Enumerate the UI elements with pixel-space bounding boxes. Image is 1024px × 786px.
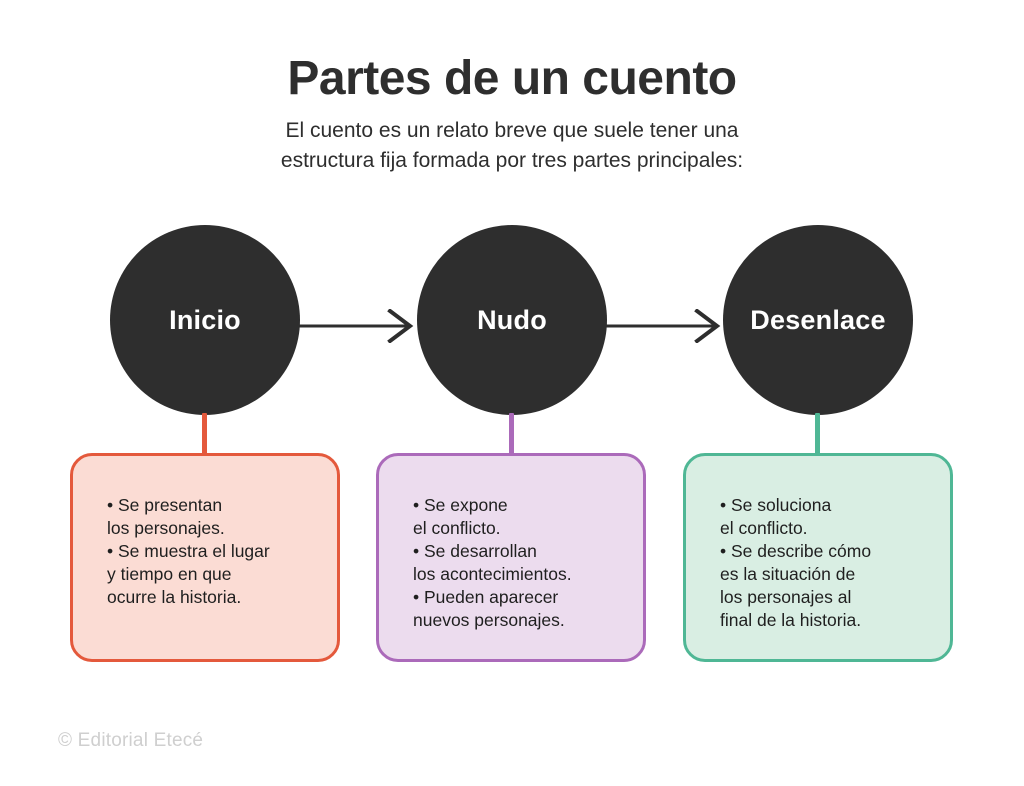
list-item: • Pueden aparecer nuevos personajes. [413, 587, 565, 631]
connector-stem-desenlace [815, 413, 820, 455]
connector-stem-inicio [202, 413, 207, 455]
footer-credit: © Editorial Etecé [58, 730, 204, 751]
arrow-inicio-to-nudo-icon [298, 309, 418, 343]
card-inicio-list: • Se presentan los personajes. • Se mues… [107, 494, 319, 609]
list-item: • Se expone el conflicto. [413, 495, 508, 539]
flow-diagram: Inicio Nudo Desenlace [0, 225, 1024, 425]
node-desenlace-label: Desenlace [750, 304, 886, 335]
list-item: • Se presentan los personajes. [107, 495, 225, 539]
list-item: • Se soluciona el conflicto. [720, 495, 832, 539]
arrow-nudo-to-desenlace-icon [605, 309, 725, 343]
node-nudo-label: Nudo [477, 304, 547, 335]
node-desenlace: Desenlace [723, 225, 913, 415]
subtitle-line-1: El cuento es un relato breve que suele t… [285, 118, 739, 142]
page-title: Partes de un cuento [287, 52, 737, 105]
card-nudo: • Se expone el conflicto. • Se desarroll… [376, 453, 646, 662]
card-row: • Se presentan los personajes. • Se mues… [0, 453, 1024, 663]
subtitle-line-2: estructura fija formada por tres partes … [280, 148, 744, 172]
card-desenlace: • Se soluciona el conflicto. • Se descri… [683, 453, 953, 662]
node-inicio-label: Inicio [169, 304, 241, 335]
node-inicio: Inicio [110, 225, 300, 415]
card-nudo-list: • Se expone el conflicto. • Se desarroll… [413, 494, 625, 633]
card-inicio: • Se presentan los personajes. • Se mues… [70, 453, 340, 662]
node-nudo: Nudo [417, 225, 607, 415]
header: Partes de un cuento El cuento es un rela… [0, 52, 1024, 175]
list-item: • Se desarrollan los acontecimientos. [413, 541, 572, 585]
list-item: • Se describe cómo es la situación de lo… [720, 541, 872, 631]
list-item: • Se muestra el lugar y tiempo en que oc… [107, 541, 270, 608]
connector-stem-nudo [509, 413, 514, 455]
card-desenlace-list: • Se soluciona el conflicto. • Se descri… [720, 494, 932, 633]
page-subtitle: El cuento es un relato breve que suele t… [212, 116, 812, 176]
